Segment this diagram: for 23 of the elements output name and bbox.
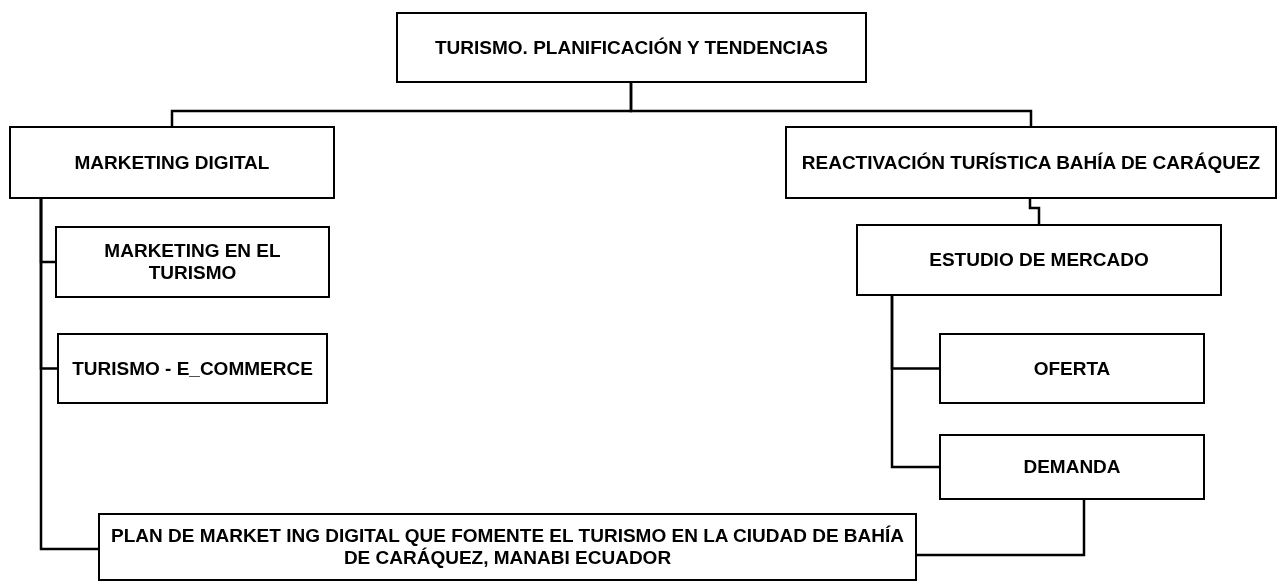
- topic-box: [55, 226, 330, 298]
- topic-text: MARKETING EN EL TURISMO: [103, 240, 282, 284]
- connector-line: [629, 83, 1033, 126]
- topic-box: [785, 126, 1277, 199]
- topic-text: OFERTA: [1033, 357, 1111, 380]
- topic-text: MARKETING DIGITAL: [74, 151, 270, 174]
- topic-box: [396, 12, 867, 83]
- topic-box: [98, 513, 917, 581]
- topic-text: REACTIVACIÓN TURÍSTICA BAHÍA DE CARÁQUEZ: [801, 151, 1261, 174]
- topic-box: [856, 224, 1222, 296]
- topic-text: PLAN DE MARKET ING DIGITAL QUE FOMENTE EL TURISMO EN LA CIUDAD DE BAHÍA DE CARÁQUEZ, MANABI ECUADOR: [109, 525, 906, 569]
- topic-box: [939, 333, 1205, 404]
- topic-text: DEMANDA: [1023, 456, 1121, 478]
- connector-line: [890, 296, 939, 469]
- topic-box: [939, 434, 1205, 500]
- connector-line: [917, 500, 1086, 557]
- topic-text: ESTUDIO DE MERCADO: [929, 249, 1149, 271]
- topic-box: [9, 126, 335, 199]
- topic-box: [57, 333, 328, 404]
- connector-line: [39, 199, 98, 551]
- topic-text: TURISMO. PLANIFICACIÓN Y TENDENCIAS: [434, 36, 828, 59]
- connector-line: [1028, 199, 1041, 224]
- topic-text: TURISMO - E_COMMERCE: [72, 357, 313, 380]
